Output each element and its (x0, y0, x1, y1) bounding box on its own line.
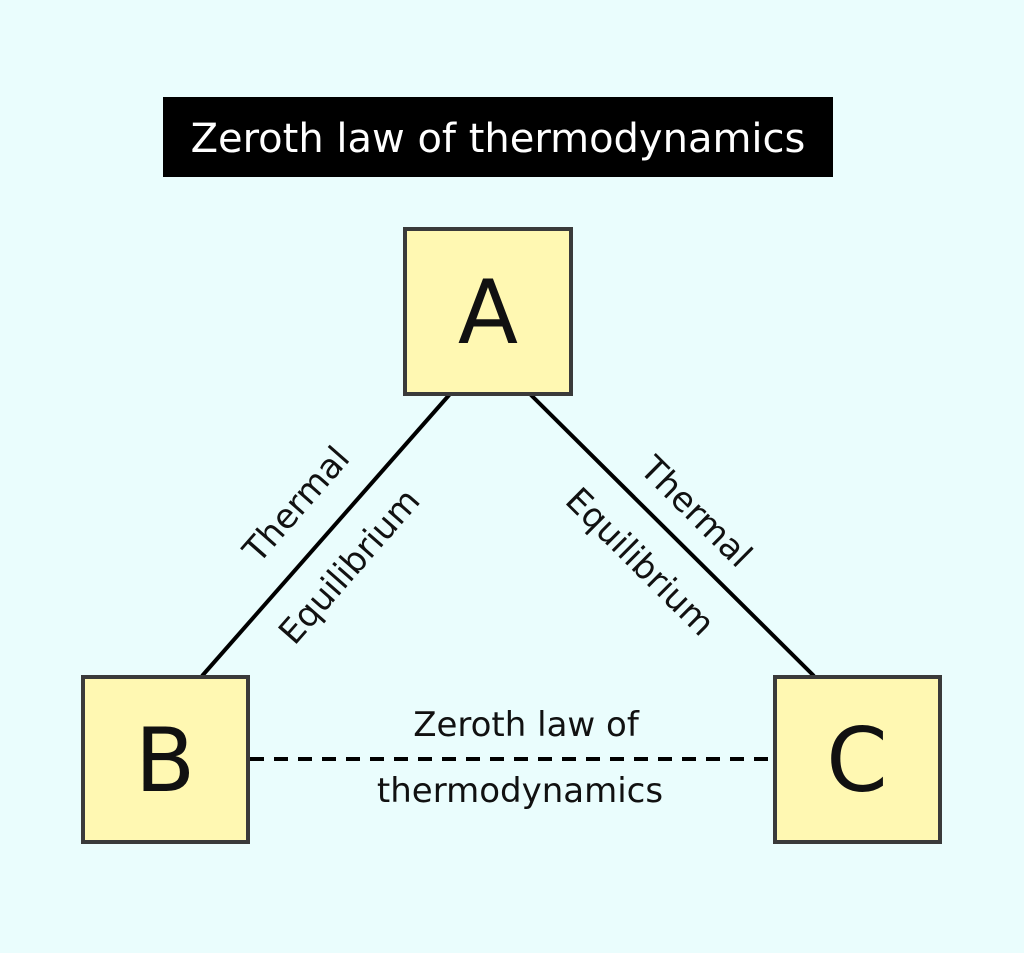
title-text: Zeroth law of thermodynamics (191, 116, 806, 162)
title-background (163, 97, 833, 177)
edge-b-c-label-line2: thermodynamics (377, 771, 663, 811)
title-banner: Zeroth law of thermodynamics (163, 97, 833, 177)
node-a: A (403, 227, 573, 396)
node-c-label: C (826, 709, 887, 812)
node-c: C (773, 675, 942, 844)
edge-a-b (200, 392, 452, 678)
edge-b-c-label-line1: Zeroth law of (413, 705, 640, 745)
node-b-label: B (135, 709, 195, 812)
node-b: B (81, 675, 250, 844)
edge-a-c (528, 392, 816, 678)
node-a-label: A (458, 261, 518, 364)
